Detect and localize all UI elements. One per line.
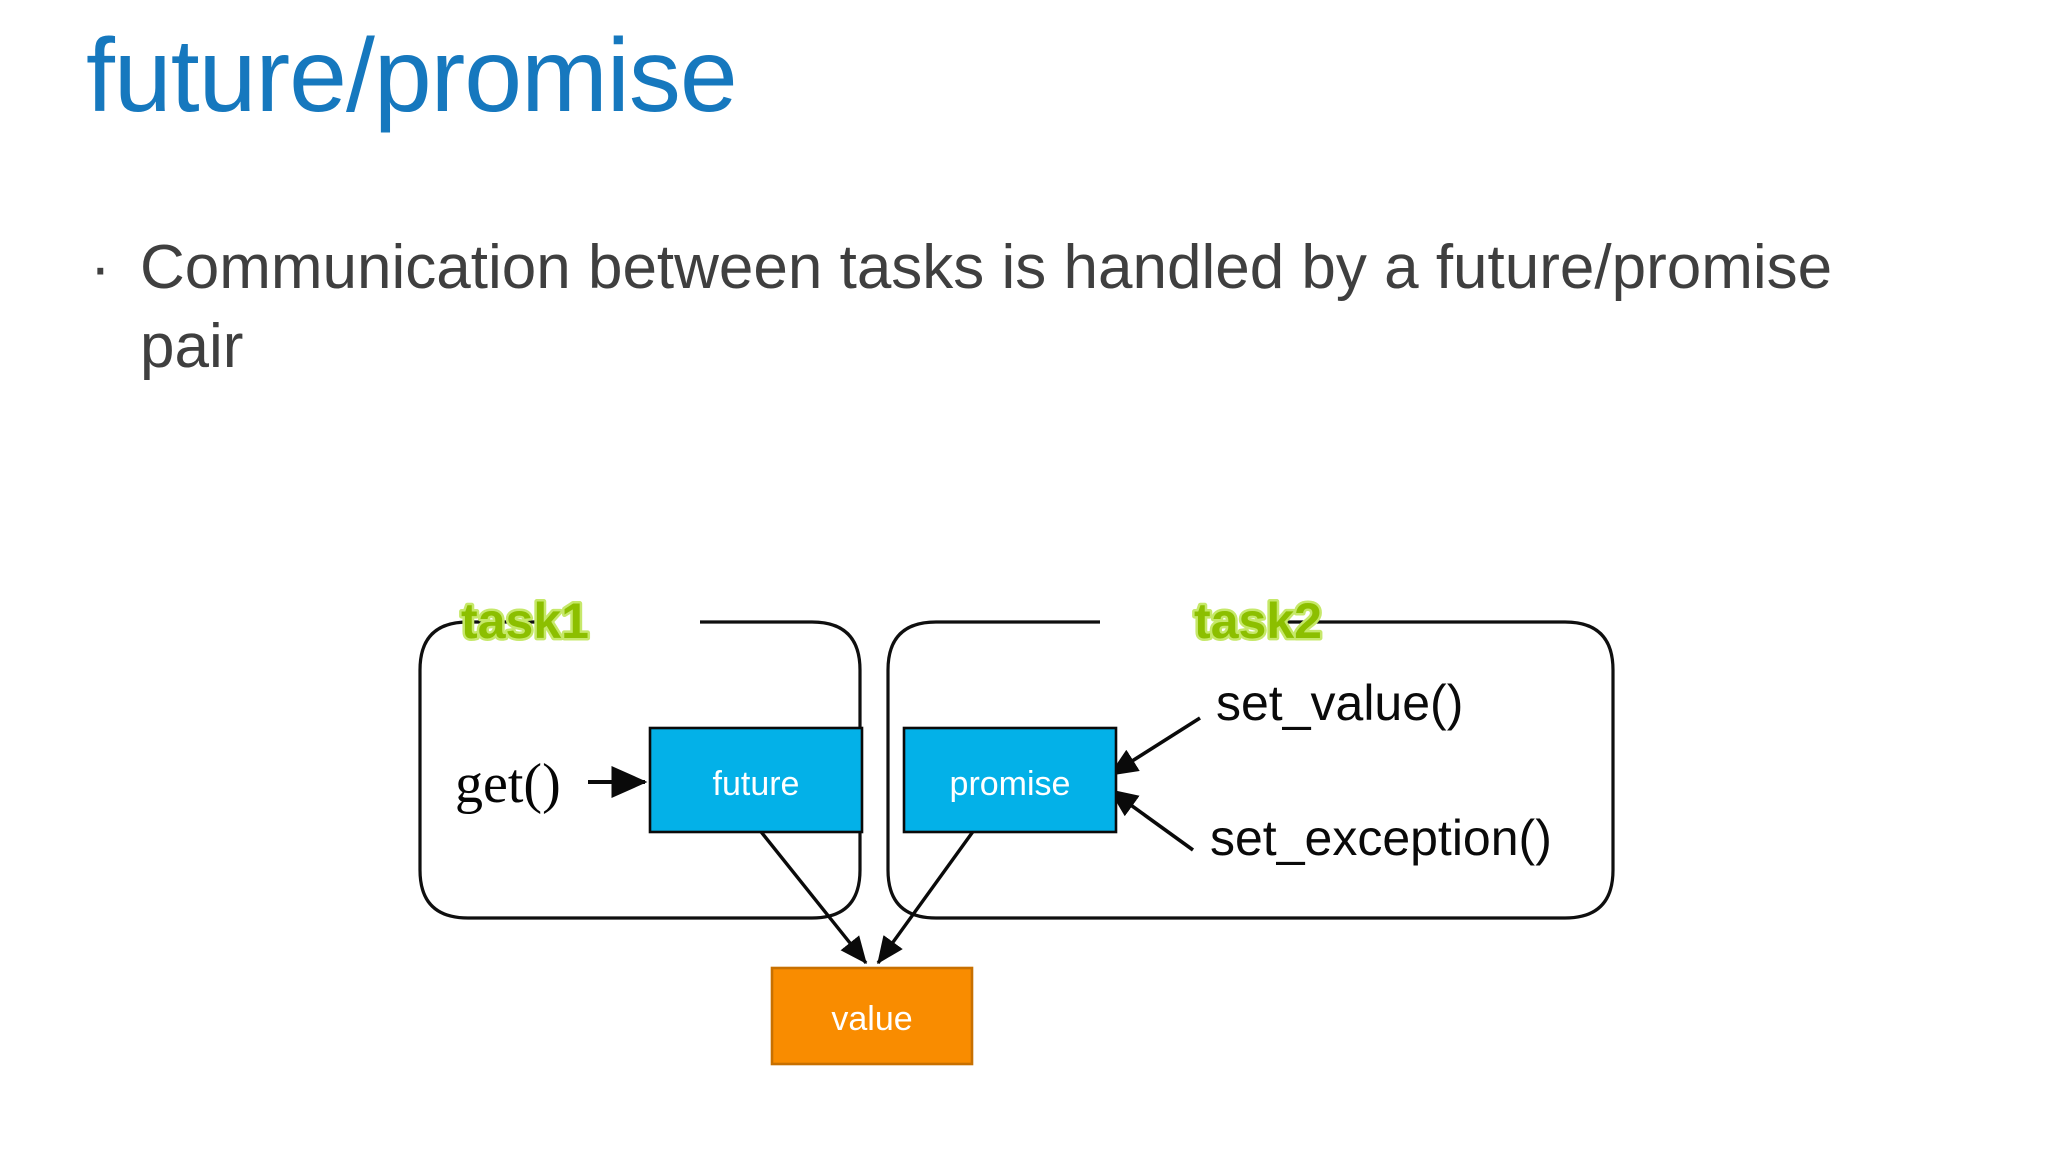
edge-future-to-value xyxy=(740,806,868,965)
edge-promise-to-value xyxy=(876,807,992,965)
task1-group: task1 xyxy=(418,591,862,920)
bullet-marker-icon: · xyxy=(90,233,111,302)
value-label: value xyxy=(831,1000,912,1038)
edge-setexception-to-promise xyxy=(1108,788,1195,852)
bullet-text: Communication between tasks is handled b… xyxy=(140,233,1833,382)
value-node[interactable]: value xyxy=(770,966,974,1066)
task1-label: task1 xyxy=(461,593,589,649)
promise-node[interactable]: promise xyxy=(902,726,1118,834)
page-title: future/promise xyxy=(86,18,738,134)
future-label: future xyxy=(713,765,800,803)
edge-setvalue-to-promise xyxy=(1108,716,1201,777)
set-value-call-label: set_value() xyxy=(1216,675,1463,731)
body-content: · Communication between tasks is handled… xyxy=(86,228,1966,387)
list-item: · Communication between tasks is handled… xyxy=(86,228,1966,387)
future-node[interactable]: future xyxy=(648,726,864,834)
promise-label: promise xyxy=(950,765,1071,803)
promise-box[interactable] xyxy=(902,726,1118,834)
value-box[interactable] xyxy=(770,966,974,1066)
task2-boundary xyxy=(886,620,1615,920)
set-exception-call-label: set_exception() xyxy=(1210,810,1552,866)
task2-label: task2 xyxy=(1194,593,1322,649)
task1-boundary xyxy=(418,620,862,920)
task2-group: task2 xyxy=(886,591,1615,920)
future-box[interactable] xyxy=(648,726,864,834)
get-call-label: get() xyxy=(455,753,561,815)
future-promise-diagram: task1 task2 future xyxy=(0,560,2048,1080)
